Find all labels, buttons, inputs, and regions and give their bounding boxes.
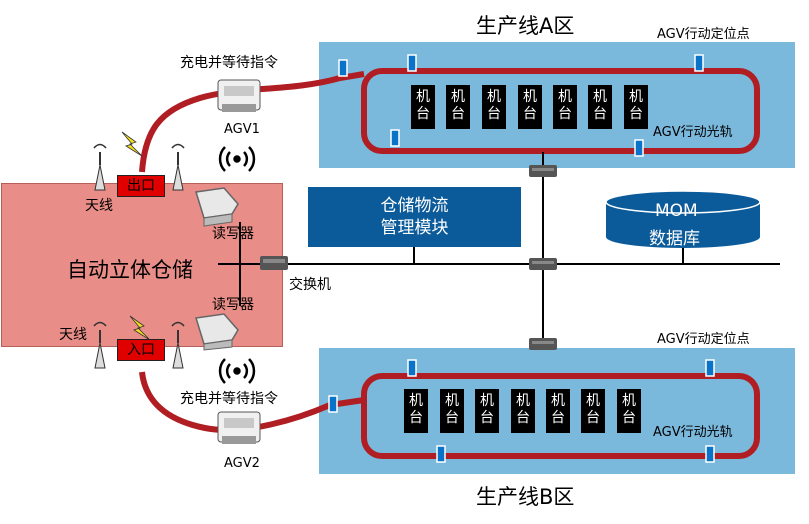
switch-center — [529, 258, 557, 270]
mom-db-line2: 数据库 — [649, 229, 700, 249]
agv1-vehicle — [217, 79, 261, 112]
machine-b-3: 机台 — [475, 389, 499, 433]
logistics-module-line1: 仓储物流 — [380, 196, 449, 216]
machine-a-2: 机台 — [446, 85, 470, 129]
mom-db-line1: MOM — [655, 201, 698, 221]
wireless-icon-top — [218, 146, 256, 172]
antenna-3 — [93, 321, 107, 369]
warehouse-title: 自动立体仓储 — [67, 258, 193, 282]
agv1-label: AGV1 — [224, 122, 260, 137]
agv2-label: AGV2 — [224, 456, 260, 471]
lightning-icon-bottom — [129, 315, 151, 341]
antenna-top-label: 天线 — [85, 198, 113, 214]
machine-b-7: 机台 — [617, 389, 641, 433]
zone-a-track — [361, 68, 760, 154]
agv2-vehicle — [217, 411, 261, 444]
switch-bottom — [529, 338, 557, 350]
machine-a-3: 机台 — [482, 85, 506, 129]
wireless-icon-bottom — [218, 358, 256, 384]
machine-a-4: 机台 — [518, 85, 542, 129]
reader-bottom-device — [195, 313, 239, 351]
agv2-path — [139, 371, 365, 433]
agv1-path — [139, 71, 365, 173]
agv1-status: 充电并等待指令 — [180, 55, 278, 71]
antenna-bottom-label: 天线 — [59, 327, 87, 343]
zone-a-track-label: AGV行动光轨 — [653, 125, 733, 140]
antenna-1 — [93, 143, 107, 191]
machine-b-4: 机台 — [511, 389, 535, 433]
zone-b-position-markers — [328, 359, 715, 463]
switch-label: 交换机 — [289, 277, 331, 293]
agv2-status: 充电并等待指令 — [180, 391, 278, 407]
machine-a-6: 机台 — [588, 85, 612, 129]
entrance-badge: 入口 — [117, 339, 165, 361]
antenna-2 — [171, 143, 185, 191]
machine-a-1: 机台 — [411, 85, 435, 129]
reader-top-device — [195, 187, 239, 227]
machine-a-5: 机台 — [553, 85, 577, 129]
mom-db-cylinder — [605, 190, 761, 248]
machine-a-7: 机台 — [624, 85, 648, 129]
zone-a-position-label: AGV行动定位点 — [657, 27, 750, 42]
machine-b-2: 机台 — [440, 389, 464, 433]
lightning-icon-top — [121, 131, 143, 157]
zone-b-title: 生产线B区 — [476, 485, 575, 509]
logistics-module-line2: 管理模块 — [380, 218, 449, 238]
reader-top-label: 读写器 — [212, 226, 254, 242]
exit-badge: 出口 — [117, 175, 165, 197]
switch-left — [260, 256, 288, 270]
zone-b-position-label: AGV行动定位点 — [657, 332, 750, 347]
machine-b-1: 机台 — [404, 389, 428, 433]
zone-b-track — [361, 373, 760, 459]
machine-b-5: 机台 — [546, 389, 570, 433]
logistics-module-box: 仓储物流 管理模块 — [308, 187, 521, 247]
reader-bottom-label: 读写器 — [212, 297, 254, 313]
zone-a-title: 生产线A区 — [476, 14, 575, 38]
machine-b-6: 机台 — [581, 389, 605, 433]
zone-a-position-markers — [338, 54, 704, 157]
antenna-4 — [171, 321, 185, 369]
zone-b-track-label: AGV行动光轨 — [653, 425, 733, 440]
switch-top — [529, 165, 557, 177]
